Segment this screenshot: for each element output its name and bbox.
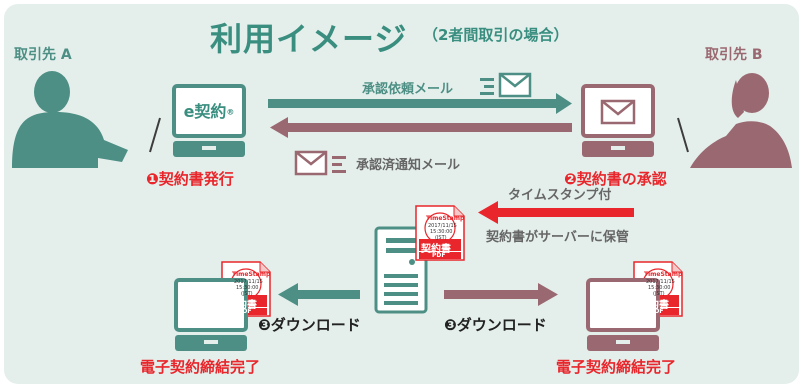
app-label: e契約 (183, 102, 227, 121)
badge-time: 15:30:00 (430, 229, 453, 235)
request-mail-label: 承認依頼メール (362, 82, 454, 97)
computer-bottom-right-icon (586, 278, 660, 351)
download-arrow-left (278, 283, 360, 306)
complete-right-label: 電子契約締結完了 (556, 358, 677, 376)
request-arrow (268, 93, 572, 114)
party-b-label: 取引先 B (705, 47, 763, 63)
badge-format: PDF (650, 308, 664, 315)
server-save-label: 契約書がサーバーに保管 (486, 230, 629, 245)
badge-format: PDF (432, 252, 446, 259)
page-title: 利用イメージ (210, 20, 408, 58)
computer-b-icon (581, 84, 689, 157)
badge-doc-label: 契約書 (639, 300, 669, 311)
badge-date: 2017/11/15 (234, 279, 263, 285)
badge-stamp-label: TimeStamp (644, 271, 683, 278)
badge-date: 2017/11/15 (646, 279, 675, 285)
timestamp-arrow (478, 201, 634, 224)
badge-stamp-label: TimeStamp (426, 215, 465, 222)
badge-zone: (JST) (435, 235, 447, 241)
badge-doc-label: 契約書 (421, 244, 451, 255)
mail-icon-notify (294, 150, 346, 176)
badge-stamp-label: TimeStamp (232, 271, 271, 278)
background-panel (4, 4, 799, 384)
badge-zone: (JST) (653, 291, 665, 297)
timestamp-label: タイムスタンプ付 (508, 188, 612, 203)
app-logo: e契約® (178, 92, 240, 132)
step2-label: ❷契約書の承認 (564, 170, 667, 188)
badge-date: 2017/11/15 (428, 223, 457, 229)
step1-label: ❶契約書発行 (146, 170, 234, 188)
notify-arrow (270, 117, 572, 138)
page-subtitle: （2者間取引の場合） (423, 26, 569, 44)
complete-left-label: 電子契約締結完了 (140, 358, 261, 376)
party-a-label: 取引先 A (14, 47, 72, 63)
notify-mail-label: 承認済通知メール (356, 158, 461, 173)
person-b-icon (690, 73, 792, 168)
app-mark: ® (226, 107, 235, 117)
badge-format: PDF (238, 308, 252, 315)
badge-time: 15:30:00 (236, 285, 259, 291)
computer-a-icon (149, 84, 246, 157)
step3-right-label: ❸ダウンロード (444, 316, 547, 334)
step3-left-label: ❸ダウンロード (258, 316, 361, 334)
computer-bottom-left-icon (174, 278, 248, 351)
badge-time: 15:30:00 (648, 285, 671, 291)
badge-doc-label: 契約書 (227, 300, 257, 311)
badge-zone: (JST) (241, 291, 253, 297)
download-arrow-right (444, 283, 558, 306)
mail-icon-request (480, 72, 532, 98)
person-a-icon (12, 71, 128, 168)
server-icon (374, 226, 428, 314)
